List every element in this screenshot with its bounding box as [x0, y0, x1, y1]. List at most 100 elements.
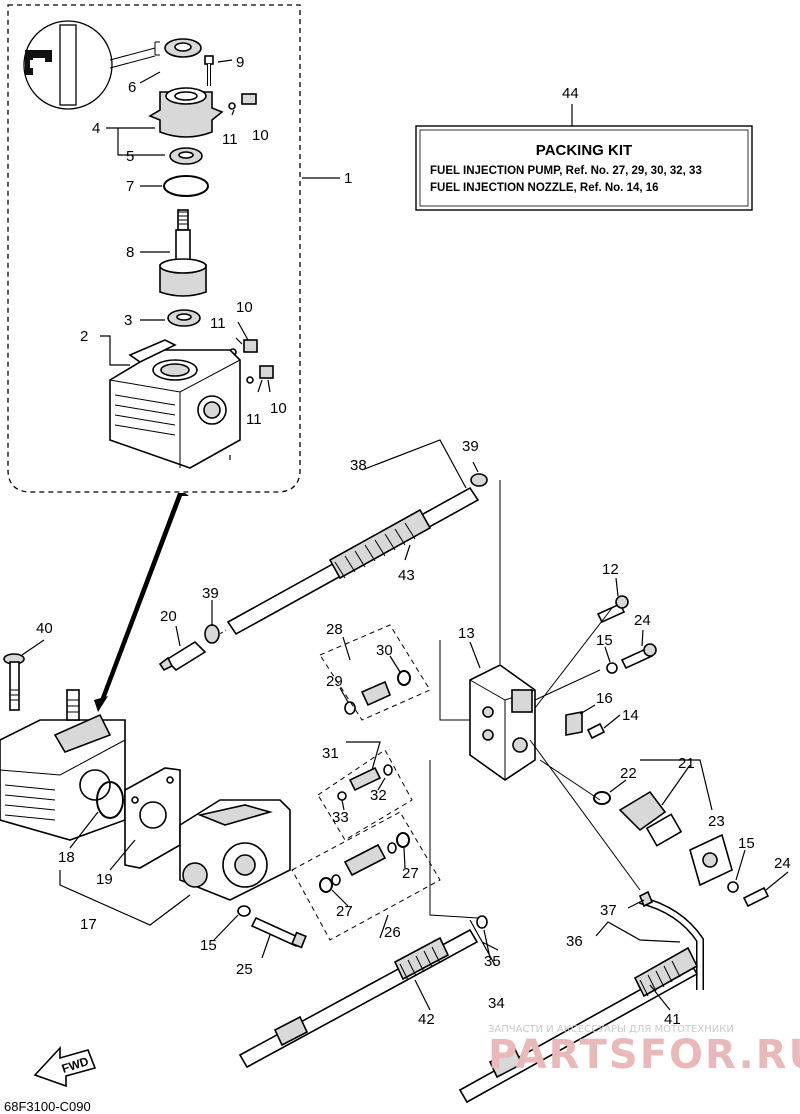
part-32-33-parts — [337, 764, 393, 801]
watermark-logo: PARTSFOR.RU — [488, 1032, 800, 1078]
callout-labels: 1 6 9 4 5 11 10 7 8 3 2 10 11 11 10 44 3… — [36, 54, 791, 1028]
leader-lines — [21, 59, 789, 1011]
part-35-clip — [476, 915, 488, 929]
callout-14: 14 — [622, 707, 639, 724]
callout-30: 30 — [376, 642, 393, 659]
callout-17: 17 — [80, 916, 97, 933]
callout-28: 28 — [326, 621, 343, 638]
callout-27a: 27 — [402, 865, 419, 882]
part-4-bearing-housing — [148, 87, 224, 138]
part-12-bolt — [596, 595, 629, 624]
part-15-washer-top — [606, 662, 618, 674]
subassembly-pointer — [100, 493, 189, 702]
part-39-clip-left — [204, 624, 220, 644]
callout-24b: 24 — [774, 855, 791, 872]
packing-kit-line-2: FUEL INJECTION NOZZLE, Ref. No. 14, 16 — [430, 182, 659, 194]
part-13-block — [469, 664, 536, 781]
callout-29: 29 — [326, 673, 343, 690]
callout-19: 19 — [96, 871, 113, 888]
callout-27b: 27 — [336, 903, 353, 920]
fwd-arrow — [33, 1045, 97, 1088]
part-6-bearing — [154, 38, 202, 58]
part-15-washer-bottom — [237, 905, 251, 917]
part-42-rod — [238, 928, 479, 1069]
callout-39a: 39 — [462, 438, 479, 455]
callout-44: 44 — [562, 85, 579, 102]
callout-10b: 10 — [236, 299, 253, 316]
callout-39b: 39 — [202, 585, 219, 602]
part-10-nut-middle — [229, 339, 274, 384]
callout-9: 9 — [236, 54, 244, 71]
part-41-rod — [458, 946, 699, 1104]
callout-10c: 10 — [270, 400, 287, 417]
part-2-cylinder-housing — [109, 339, 241, 469]
callout-25: 25 — [236, 961, 253, 978]
seal-detail-circle — [23, 20, 156, 110]
callout-35: 35 — [484, 953, 501, 970]
callout-22: 22 — [620, 765, 637, 782]
callout-40: 40 — [36, 620, 53, 637]
callout-15c: 15 — [200, 937, 217, 954]
callout-16: 16 — [596, 690, 613, 707]
part-8-shaft — [159, 209, 207, 297]
callout-11c: 11 — [246, 411, 262, 428]
part-25-bolt — [250, 916, 307, 949]
callout-11a: 11 — [222, 131, 238, 148]
part-3-bearing — [167, 309, 201, 327]
diagram-code: 68F3100-C090 — [4, 1099, 91, 1114]
part-16-clamp — [565, 711, 583, 736]
part-38-rod — [209, 486, 480, 641]
callout-13: 13 — [458, 625, 475, 642]
callout-11b: 11 — [210, 315, 226, 332]
part-40-bolt — [3, 653, 25, 711]
part-10-nut-top — [228, 93, 257, 110]
callout-8: 8 — [126, 244, 134, 261]
group-26-box — [291, 811, 441, 941]
callout-21: 21 — [678, 755, 695, 772]
pump-body — [179, 799, 291, 901]
part-20-fitting — [158, 640, 207, 672]
subassembly-dashed-border — [7, 4, 301, 493]
callout-15a: 15 — [596, 632, 613, 649]
callout-10a: 10 — [252, 127, 269, 144]
callout-26: 26 — [384, 924, 401, 941]
part-24-bolt-right — [742, 886, 770, 908]
callout-24a: 24 — [634, 612, 651, 629]
part-18-o-ring — [96, 781, 124, 819]
callout-2: 2 — [80, 328, 88, 345]
group-31-box — [317, 749, 413, 841]
part-19-gasket — [124, 767, 181, 869]
part-27-parts — [319, 832, 410, 893]
part-24-bolt-top — [620, 643, 657, 670]
callout-1: 1 — [344, 170, 352, 187]
callout-31: 31 — [322, 745, 339, 762]
part-36-hose — [638, 890, 704, 990]
callout-23: 23 — [708, 813, 725, 830]
callout-32: 32 — [370, 787, 387, 804]
callout-37: 37 — [600, 902, 617, 919]
group-28-box — [319, 624, 431, 721]
part-5-bearing — [169, 147, 203, 165]
callout-18: 18 — [58, 849, 75, 866]
part-39-clip-top — [470, 473, 488, 487]
callout-36: 36 — [566, 933, 583, 950]
callout-41: 41 — [664, 1011, 681, 1028]
callout-42: 42 — [418, 1011, 435, 1028]
part-21-sensor — [618, 790, 683, 847]
part-29-valve — [344, 670, 411, 715]
callout-6: 6 — [128, 79, 136, 96]
packing-kit-line-1: FUEL INJECTION PUMP, Ref. No. 27, 29, 30… — [430, 165, 702, 177]
callout-4: 4 — [92, 120, 100, 137]
part-7-o-ring — [163, 175, 209, 197]
callout-15b: 15 — [738, 835, 755, 852]
part-14-screw — [586, 722, 606, 740]
callout-3: 3 — [124, 312, 132, 329]
callout-38: 38 — [350, 457, 367, 474]
packing-kit-title: PACKING KIT — [536, 142, 632, 159]
callout-12: 12 — [602, 561, 619, 578]
packing-kit-box — [415, 104, 753, 211]
callout-20: 20 — [160, 608, 177, 625]
watermark-tagline: ЗАПЧАСТИ И АКСЕССУАРЫ ДЛЯ МОТОТЕХНИКИ — [488, 1024, 734, 1035]
callout-43: 43 — [398, 567, 415, 584]
